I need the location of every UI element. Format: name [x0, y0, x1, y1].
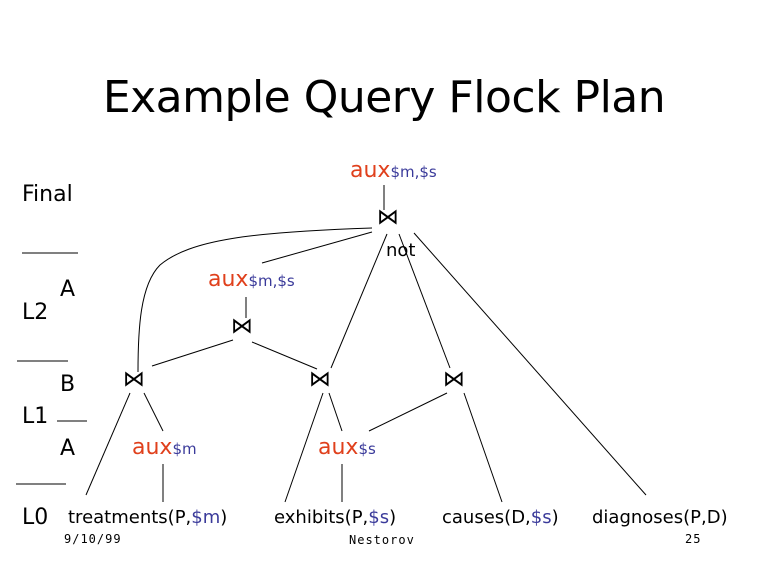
aux-variables: $m,$s — [248, 272, 295, 290]
not-label: not — [386, 240, 416, 261]
relation-close: ) — [220, 507, 228, 528]
edge-j2-exhibits — [284, 392, 324, 503]
edge-j3-auxs — [368, 392, 448, 432]
edge-j2-auxs — [328, 392, 343, 432]
edge-mid-j2 — [251, 341, 318, 370]
edge-mid-j1 — [151, 339, 234, 367]
join-icon-center: ⋈ — [309, 367, 331, 392]
edge-j3-causes — [463, 392, 503, 503]
level-l1-b: B — [60, 372, 76, 397]
slide-title: Example Query Flock Plan — [102, 72, 666, 123]
aux-node-top: aux$m,$s — [350, 158, 437, 183]
join-icon-top: ⋈ — [377, 205, 399, 230]
aux-node-s: aux$s — [318, 435, 376, 460]
aux-keyword: aux — [350, 158, 391, 183]
level-label-final: Final — [22, 182, 73, 207]
level-label-l0: L0 — [22, 505, 49, 530]
level-l2-a: A — [60, 277, 76, 302]
aux-keyword: aux — [132, 435, 173, 460]
edge-top-auxmid — [261, 231, 373, 264]
relation-close: ) — [551, 507, 559, 528]
aux-node-m: aux$m — [132, 435, 197, 460]
level-label-l2: L2 — [22, 300, 49, 325]
aux-keyword: aux — [318, 435, 359, 460]
relation-variable: $s — [368, 507, 390, 528]
edge-top-curve — [137, 227, 373, 373]
edge-j1-treatments — [85, 392, 131, 496]
join-icon-mid: ⋈ — [231, 314, 253, 339]
edge-top-j2 — [330, 233, 388, 369]
join-icon-right: ⋈ — [443, 367, 465, 392]
relation-close: ) — [389, 507, 397, 528]
relation-name: exhibits(P, — [274, 507, 369, 528]
edge-j1-auxm — [143, 392, 164, 432]
join-icon-left: ⋈ — [123, 367, 145, 392]
footer-author: Nestorov — [349, 533, 415, 547]
edge-top-j3 — [398, 233, 451, 369]
level-label-l1: L1 — [22, 404, 49, 429]
relation-causes: causes(D,$s) — [442, 507, 559, 528]
aux-variables: $s — [358, 440, 376, 458]
aux-node-mid: aux$m,$s — [208, 267, 295, 292]
relation-treatments: treatments(P,$m) — [68, 507, 227, 528]
relation-variable: $m — [191, 507, 221, 528]
footer-date: 9/10/99 — [64, 532, 122, 546]
edge-top-diagnoses — [413, 232, 647, 496]
relation-diagnoses: diagnoses(P,D) — [592, 507, 728, 528]
level-l1-a: A — [60, 436, 76, 461]
relation-name: causes(D, — [442, 507, 531, 528]
relation-name: treatments(P, — [68, 507, 192, 528]
relation-exhibits: exhibits(P,$s) — [274, 507, 396, 528]
relation-variable: $s — [530, 507, 552, 528]
aux-keyword: aux — [208, 267, 249, 292]
aux-variables: $m,$s — [390, 163, 437, 181]
aux-variables: $m — [172, 440, 197, 458]
footer-page-number: 25 — [685, 532, 702, 546]
